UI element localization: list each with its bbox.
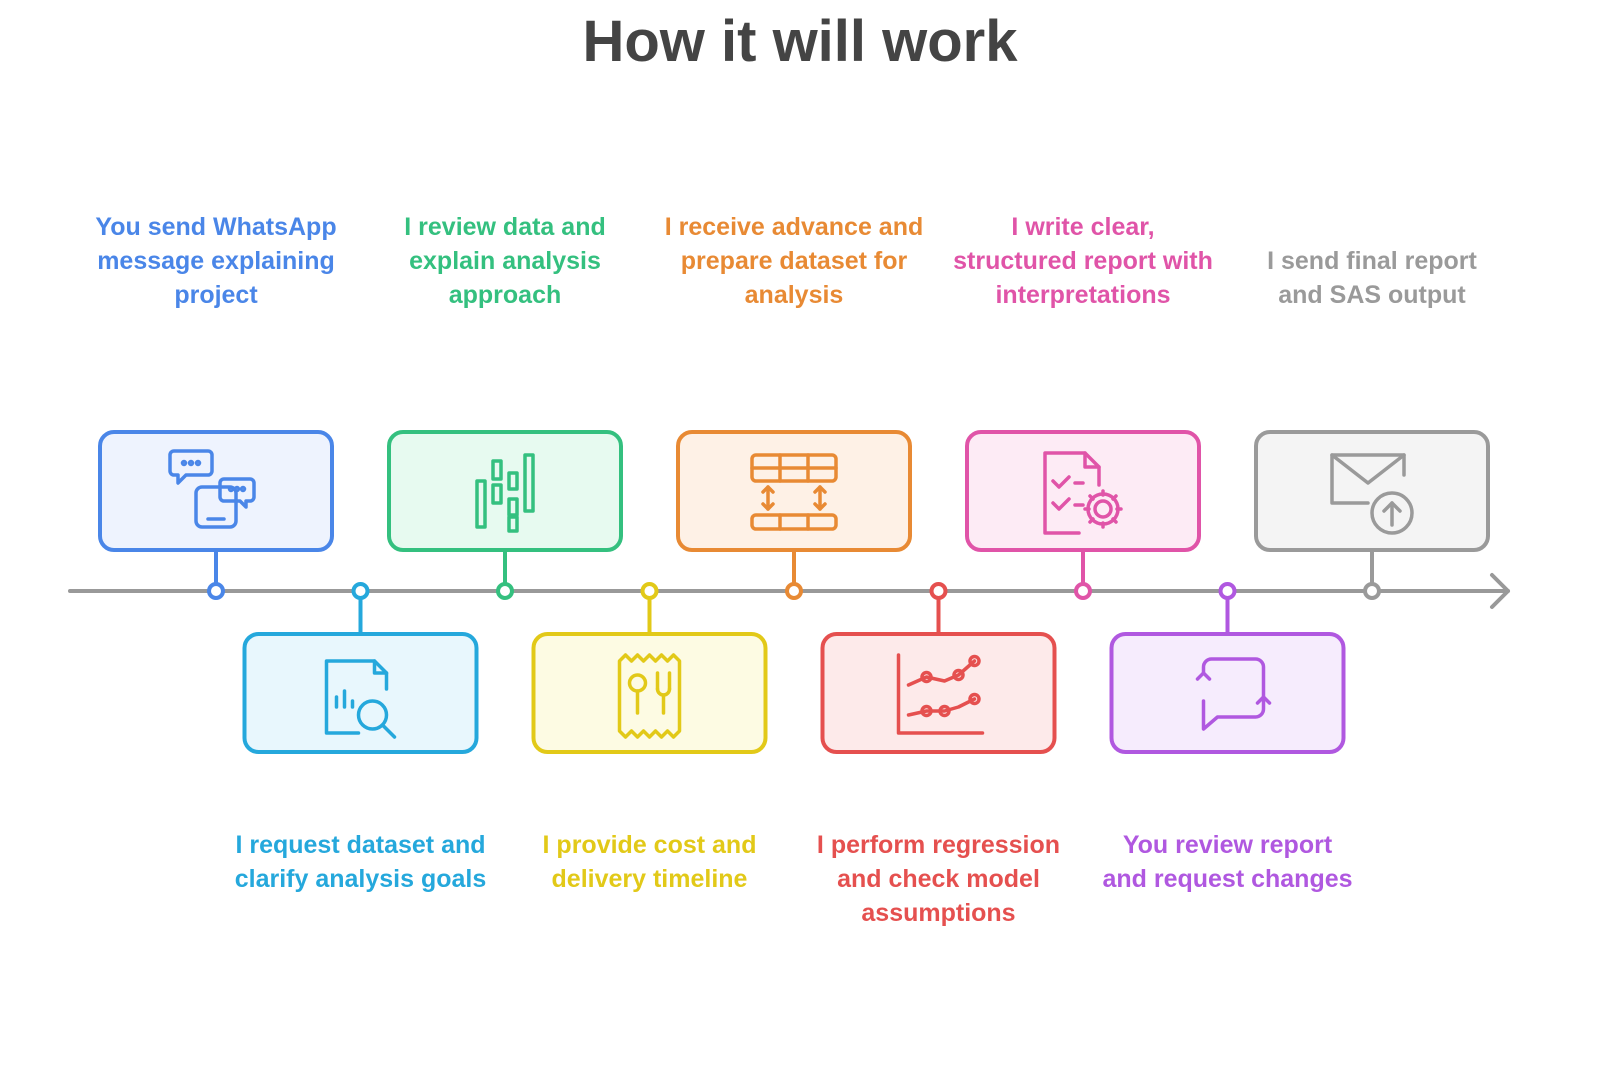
timeline-dot: [496, 582, 514, 600]
step-card: [242, 632, 479, 754]
step-3: [387, 430, 623, 600]
step-8: [1109, 582, 1346, 754]
step-card: [676, 430, 912, 552]
step-8-label: You review report and request changes: [1102, 831, 1353, 893]
step-7: [965, 430, 1201, 600]
step-2-label: I request dataset and clarify analysis g…: [234, 831, 487, 893]
step-7-label: I write clear, structured report with in…: [953, 213, 1213, 309]
step-6: [820, 582, 1057, 754]
step-9: [1254, 430, 1490, 600]
document-gear-icon: [1043, 451, 1123, 535]
timeline-dot: [207, 582, 225, 600]
bar-columns-icon: [475, 453, 535, 533]
timeline-arrowhead: [1490, 573, 1510, 609]
receipt-icon: [617, 653, 682, 739]
table-resize-icon: [750, 453, 838, 531]
step-1: [98, 430, 334, 600]
timeline-dot: [640, 582, 659, 600]
step-4-label: I provide cost and delivery timeline: [542, 831, 757, 893]
step-card: [387, 430, 623, 552]
timeline-dot: [929, 582, 948, 600]
step-card: [531, 632, 768, 754]
step-card: [820, 632, 1057, 754]
step-2: [242, 582, 479, 754]
step-card: [1109, 632, 1346, 754]
timeline-dot: [351, 582, 370, 600]
refresh-chat-icon: [1195, 657, 1272, 731]
step-card: [965, 430, 1201, 552]
step-card: [98, 430, 334, 552]
page-title: How it will work: [582, 9, 1018, 74]
document-search-icon: [324, 659, 397, 739]
line-chart-icon: [896, 653, 985, 735]
step-5: [676, 430, 912, 600]
step-5-label: I receive advance and prepare dataset fo…: [664, 213, 924, 309]
chat-phone-icon: [168, 449, 256, 529]
step-card: [1254, 430, 1490, 552]
step-9-label: I send final report and SAS output: [1267, 247, 1477, 309]
timeline-dot: [785, 582, 803, 600]
timeline-dot: [1074, 582, 1092, 600]
step-3-label: I review data and explain analysis appro…: [404, 213, 606, 309]
step-4: [531, 582, 768, 754]
timeline-dot: [1363, 582, 1381, 600]
mail-upload-icon: [1330, 453, 1414, 535]
timeline-dot: [1218, 582, 1237, 600]
step-1-label: You send WhatsApp message explaining pro…: [95, 213, 337, 309]
step-6-label: I perform regression and check model ass…: [816, 831, 1061, 927]
